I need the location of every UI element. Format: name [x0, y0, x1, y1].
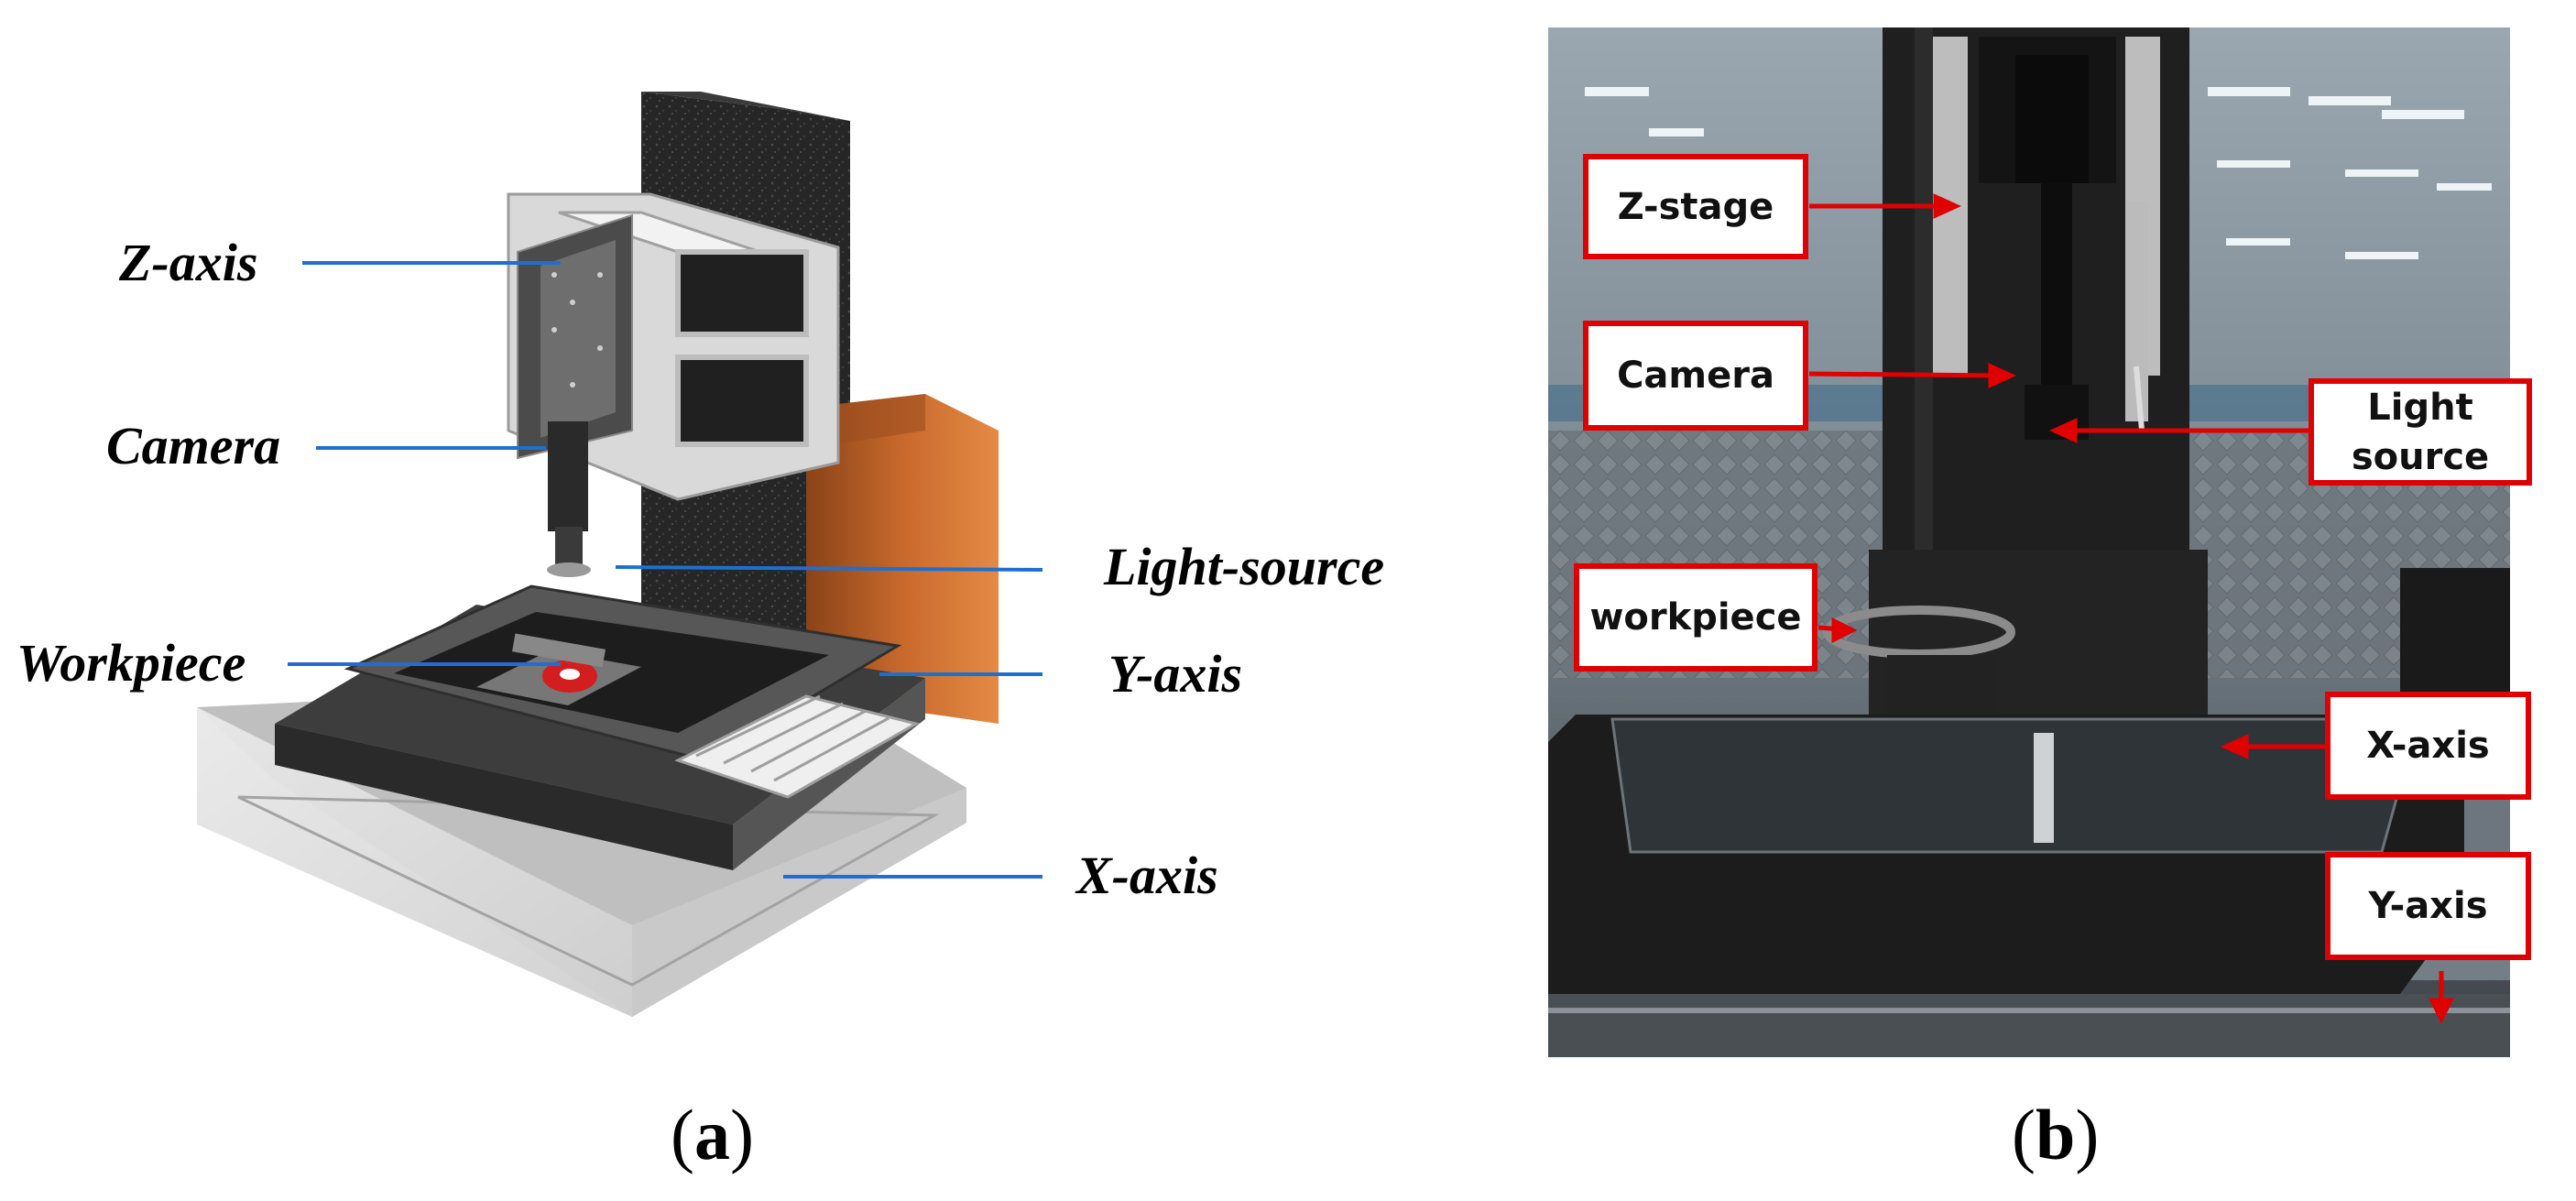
caption-b: (b) — [2012, 1095, 2100, 1174]
label-camera-b: Camera — [1583, 321, 1808, 431]
arrows-b — [1808, 193, 2455, 1024]
label-light-source-line2: source — [2351, 435, 2490, 478]
label-y-axis-b: Y-axis — [2325, 852, 2531, 960]
leader-light-source — [615, 565, 1043, 572]
label-z-axis: Z-axis — [119, 233, 258, 292]
caption-b-letter: b — [2035, 1095, 2076, 1174]
label-z-stage: Z-stage — [1583, 154, 1808, 259]
label-workpiece-b: workpiece — [1574, 563, 1817, 671]
leader-lines-a — [288, 261, 1043, 879]
machine-cad-rendering — [197, 92, 999, 1017]
label-x-axis-b: X-axis — [2325, 692, 2531, 800]
label-workpiece: Workpiece — [16, 633, 246, 693]
label-light-source-line1: Light — [2367, 386, 2473, 429]
label-x-axis: X-axis — [1076, 846, 1218, 905]
caption-a: (a) — [671, 1095, 754, 1174]
label-light-source: Light-source — [1104, 537, 1385, 596]
label-y-axis: Y-axis — [1108, 644, 1243, 704]
label-camera: Camera — [106, 416, 281, 475]
caption-a-letter: a — [693, 1095, 730, 1174]
arrow-camera — [1808, 371, 1998, 378]
label-light-source-b: Light source — [2309, 378, 2532, 486]
